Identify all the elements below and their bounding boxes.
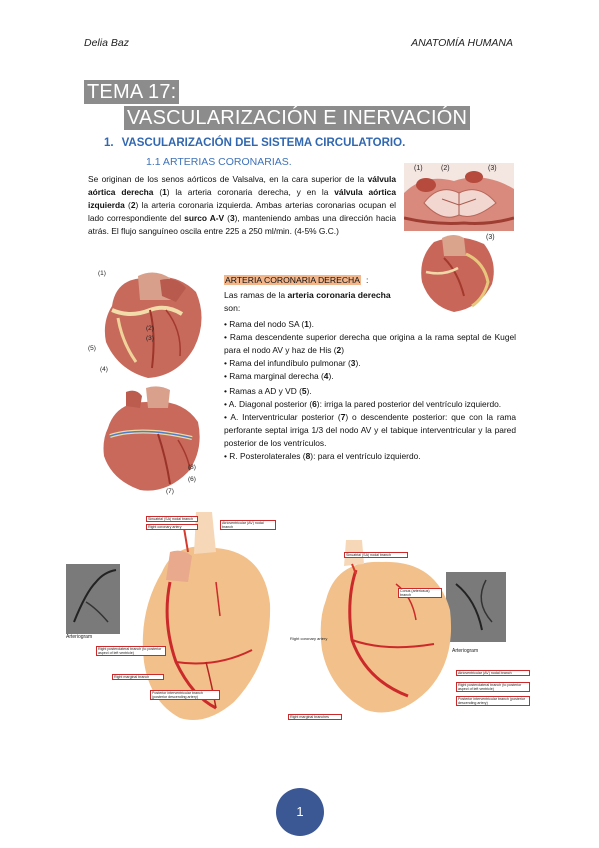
heart-back-label-6: (6): [188, 476, 196, 483]
section-heading: 1. VASCULARIZACIÓN DEL SISTEMA CIRCULATOR…: [104, 137, 405, 149]
plate-left-label-av-node: Atrioventricular (AV) nodal branch: [220, 520, 276, 530]
list-item: • Rama del nodo SA (1).: [224, 319, 315, 329]
plate-right-label-conus: Conus (arteriosus) branch: [398, 588, 442, 598]
rca-branch-list: • Rama del nodo SA (1). • Rama descenden…: [224, 318, 516, 463]
plate-right-label-marginal: Right marginal branches: [288, 714, 342, 720]
plate-left-label-marginal: Right marginal branch: [112, 674, 164, 680]
list-item: • Rama marginal derecha (4).: [224, 371, 334, 381]
plate-left-arteriogram: Arteriogram: [66, 634, 93, 640]
heart-back-label-7: (7): [166, 488, 174, 495]
heart-front-label-3: (3): [146, 335, 154, 342]
list-item: • Rama descendente superior derecha que …: [224, 332, 516, 355]
page-title-line1: TEMA 17:: [84, 80, 180, 104]
list-item: • A. Diagonal posterior (6): irriga la p…: [224, 399, 502, 409]
plate-right-image: [286, 540, 530, 724]
heart-back-image: [96, 384, 206, 496]
heart-back-label-8: (8): [188, 464, 196, 471]
heart-front-image: [96, 270, 210, 382]
section-number: 1.: [104, 137, 114, 149]
heart-front-label-2: (2): [146, 325, 154, 332]
page-title-line2: VASCULARIZACIÓN E INERVACIÓN: [124, 106, 471, 130]
valve-label-3: (3): [488, 165, 497, 172]
rca-intro: Las ramas de la arteria coronaria derech…: [224, 290, 391, 313]
plate-left-image: [66, 512, 282, 728]
plate-right-label-sa-node: Sinuatrial (SA) nodal branch: [344, 552, 408, 558]
heart-front-label-1: (1): [98, 270, 106, 277]
plate-right-label-posterior-descending: Posterior interventricular branch (poste…: [456, 696, 530, 706]
subsection-heading: 1.1 ARTERIAS CORONARIAS.: [146, 156, 292, 168]
intro-paragraph: Se originan de los senos aórticos de Val…: [88, 174, 396, 236]
plate-left-label-sa-node: Sinuatrial (SA) nodal branch: [146, 516, 198, 522]
heart-small-label-3: (3): [486, 234, 495, 241]
plate-right-label-posterolateral: Right posterolateral branch (to posterio…: [456, 682, 530, 692]
list-item: • A. Interventricular posterior (7) o de…: [224, 412, 516, 448]
plate-left-label-rca: Right coronary artery: [146, 524, 198, 530]
list-item: • Rama del infundíbulo pulmonar (3).: [224, 358, 361, 368]
plate-right-arteriogram: Arteriogram: [452, 648, 479, 654]
plate-left-label-posterolateral: Right posterolateral branch (to posterio…: [96, 646, 166, 656]
list-item: • Ramas a AD y VD (5).: [224, 386, 312, 396]
plate-right-label-av-node: Atrioventricular (AV) nodal branch: [456, 670, 530, 676]
header-author: Delia Baz: [84, 37, 129, 49]
section-title: VASCULARIZACIÓN DEL SISTEMA CIRCULATORIO…: [121, 137, 406, 149]
heart-front-label-4: (4): [100, 366, 108, 373]
rca-heading-colon: :: [366, 275, 369, 285]
plate-right-label-rca: Right coronary artery: [290, 636, 328, 641]
plate-left-label-posterior-descending: Posterior interventricular branch (poste…: [150, 690, 220, 700]
header-subject: ANATOMÍA HUMANA: [411, 37, 513, 49]
page-number-badge: 1: [276, 788, 324, 836]
rca-heading: ARTERIA CORONARIA DERECHA: [224, 275, 361, 285]
heart-small-image: [414, 232, 500, 314]
valve-label-2: (2): [441, 165, 450, 172]
heart-front-label-5: (5): [88, 345, 96, 352]
valve-label-1: (1): [414, 165, 423, 172]
aortic-valve-image: [404, 163, 514, 231]
list-item: • R. Posterolaterales (8): para el ventr…: [224, 451, 421, 461]
